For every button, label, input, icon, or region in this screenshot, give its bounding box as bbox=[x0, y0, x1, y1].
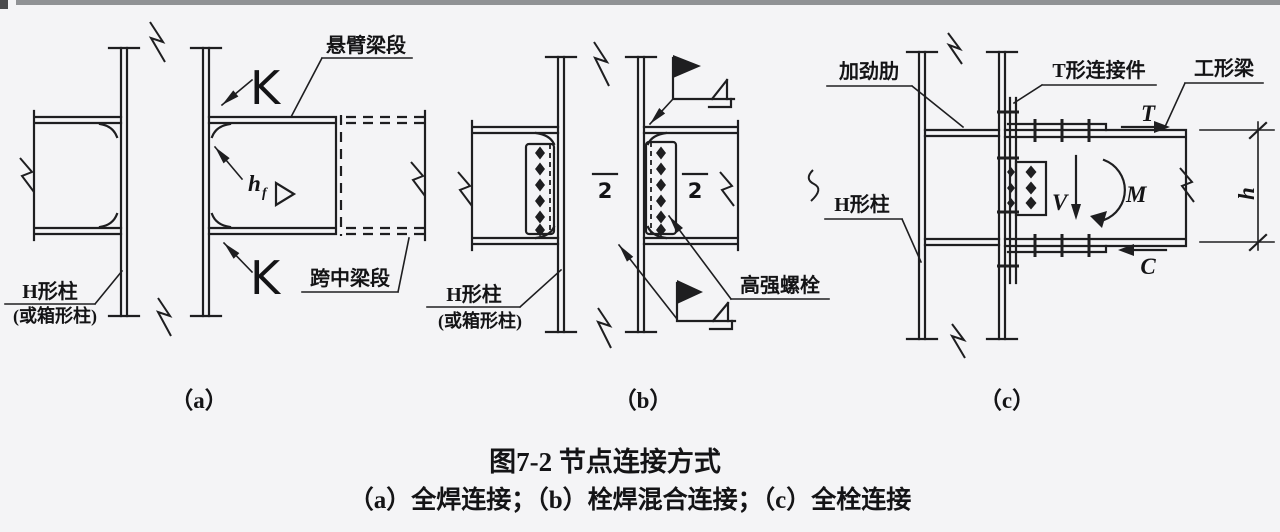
panel-b-tag: （b） bbox=[614, 387, 673, 413]
label-column-b: H形柱 (或箱形柱) bbox=[426, 268, 563, 332]
web-splice-plate-right bbox=[644, 140, 678, 237]
column-text-line1: H形柱 bbox=[22, 279, 78, 303]
fillet-leg-h: h bbox=[248, 171, 261, 196]
groove-weld-symbol-top: K bbox=[220, 61, 282, 115]
fillet-leg-f: f bbox=[262, 186, 268, 201]
label-i-beam: 工形梁 bbox=[1162, 56, 1264, 131]
stiffener-plates bbox=[923, 128, 1001, 247]
arrow-right-icon bbox=[1154, 121, 1170, 133]
label-cantilever-beam: 悬臂梁段 bbox=[289, 33, 413, 119]
column-a bbox=[107, 21, 223, 337]
break-mark bbox=[19, 157, 35, 193]
arrow-left-icon bbox=[1118, 244, 1134, 256]
field-weld-flag-bottom bbox=[617, 243, 737, 331]
column-text-line2: (或箱形柱) bbox=[13, 305, 97, 327]
top-strip bbox=[16, 0, 1280, 5]
bolt-label-text: 高强螺栓 bbox=[740, 273, 820, 297]
figure-caption: 图7-2 节点连接方式 （a）全焊连接；（b）栓焊混合连接；（c）全栓连接 bbox=[349, 446, 912, 514]
break-mark bbox=[593, 41, 610, 87]
compression-force-symbol: C bbox=[1118, 244, 1168, 279]
break-mark bbox=[155, 297, 173, 337]
flag-icon bbox=[677, 280, 703, 304]
weld-pass-count: 2 bbox=[598, 179, 613, 203]
i-beam-c bbox=[1003, 128, 1195, 248]
corner-mark bbox=[0, 0, 8, 9]
flag-icon bbox=[673, 55, 701, 78]
bolt-diamonds bbox=[1007, 165, 1037, 210]
label-t-connector: T形连接件 bbox=[1012, 58, 1157, 105]
column-text-line2: (或箱形柱) bbox=[438, 310, 522, 332]
break-mark bbox=[949, 323, 967, 359]
label-column-a: H形柱 (或箱形柱) bbox=[4, 269, 124, 327]
cantilever-beam-a bbox=[207, 115, 338, 236]
break-mark bbox=[1179, 167, 1195, 203]
column-text: H形柱 bbox=[834, 192, 890, 216]
stiffener-text: 加劲肋 bbox=[838, 59, 899, 83]
web-bolt-plate-c bbox=[1007, 160, 1048, 217]
column-text-line1: H形柱 bbox=[446, 282, 502, 306]
weld-beads-b bbox=[534, 131, 668, 240]
midspan-beam-dashed-a bbox=[339, 109, 427, 242]
shear-force-symbol: V bbox=[1052, 154, 1081, 220]
figure-subtitle: （a）全焊连接；（b）栓焊混合连接；（c）全栓连接 bbox=[349, 485, 912, 514]
panel-a-welded-connection: K K h f 悬臂梁段 跨中梁段 H形柱 (或箱形柱) （a） bbox=[4, 21, 427, 413]
weld-symbol-K: K bbox=[250, 61, 282, 115]
panel-b-hybrid-connection: 2 2 高强螺栓 H形柱 (或箱形柱) （b） bbox=[426, 41, 830, 413]
arrow-down-icon bbox=[1071, 204, 1081, 220]
left-beam-b bbox=[457, 119, 560, 252]
weld-pass-mark-left: 2 bbox=[591, 172, 619, 203]
figure-title: 图7-2 节点连接方式 bbox=[489, 446, 721, 477]
column-face-bolts bbox=[997, 110, 1019, 268]
right-beam-b bbox=[642, 119, 740, 252]
bolt-diamonds bbox=[656, 146, 666, 237]
weld-beads-a bbox=[98, 122, 232, 229]
weld-pass-mark-right: 2 bbox=[681, 172, 709, 203]
flange-bolts bbox=[1033, 119, 1091, 257]
panel-a-tag: （a） bbox=[170, 387, 228, 413]
shear-text: V bbox=[1052, 190, 1069, 215]
panel-c-tag: （c） bbox=[979, 387, 1035, 413]
break-mark bbox=[946, 32, 963, 65]
left-beam-a bbox=[19, 109, 123, 242]
weld-pass-count: 2 bbox=[688, 179, 703, 203]
label-midspan-beam: 跨中梁段 bbox=[301, 237, 410, 293]
label-column-c: H形柱 bbox=[807, 169, 923, 264]
break-mark bbox=[719, 171, 735, 207]
t-connector-text: T形连接件 bbox=[1052, 58, 1145, 82]
break-mark bbox=[457, 171, 473, 207]
panel-c-bolted-connection: V M T C h 加劲肋 T形连接件 bbox=[807, 32, 1275, 413]
midspan-beam-text: 跨中梁段 bbox=[310, 266, 390, 290]
i-beam-text: 工形梁 bbox=[1194, 56, 1255, 80]
label-high-strength-bolt: 高强螺栓 bbox=[667, 214, 830, 301]
break-mark bbox=[807, 169, 820, 202]
compression-text: C bbox=[1140, 254, 1156, 279]
break-mark bbox=[596, 307, 613, 349]
fillet-weld-symbol: h f bbox=[213, 145, 297, 207]
fillet-triangle-icon bbox=[274, 181, 297, 207]
tension-text: T bbox=[1141, 101, 1156, 126]
groove-weld-symbol-bottom: K bbox=[222, 241, 282, 305]
column-c bbox=[905, 32, 1019, 359]
beam-depth-dimension: h bbox=[1199, 121, 1275, 252]
depth-text: h bbox=[1234, 187, 1259, 200]
bolt-diamonds bbox=[535, 146, 545, 237]
field-weld-flag-top bbox=[648, 55, 736, 126]
moment-arrow-icon bbox=[1090, 211, 1107, 228]
break-mark bbox=[410, 161, 426, 197]
label-stiffener: 加劲肋 bbox=[826, 59, 965, 129]
column-b bbox=[544, 41, 658, 349]
tension-force-symbol: T bbox=[1120, 101, 1170, 133]
moment-text: M bbox=[1125, 182, 1148, 207]
break-mark bbox=[148, 21, 166, 63]
web-splice-plate-left bbox=[524, 142, 556, 237]
weld-symbol-K: K bbox=[250, 251, 282, 305]
moment-symbol: M bbox=[1090, 158, 1148, 228]
cantilever-beam-text: 悬臂梁段 bbox=[326, 33, 406, 57]
